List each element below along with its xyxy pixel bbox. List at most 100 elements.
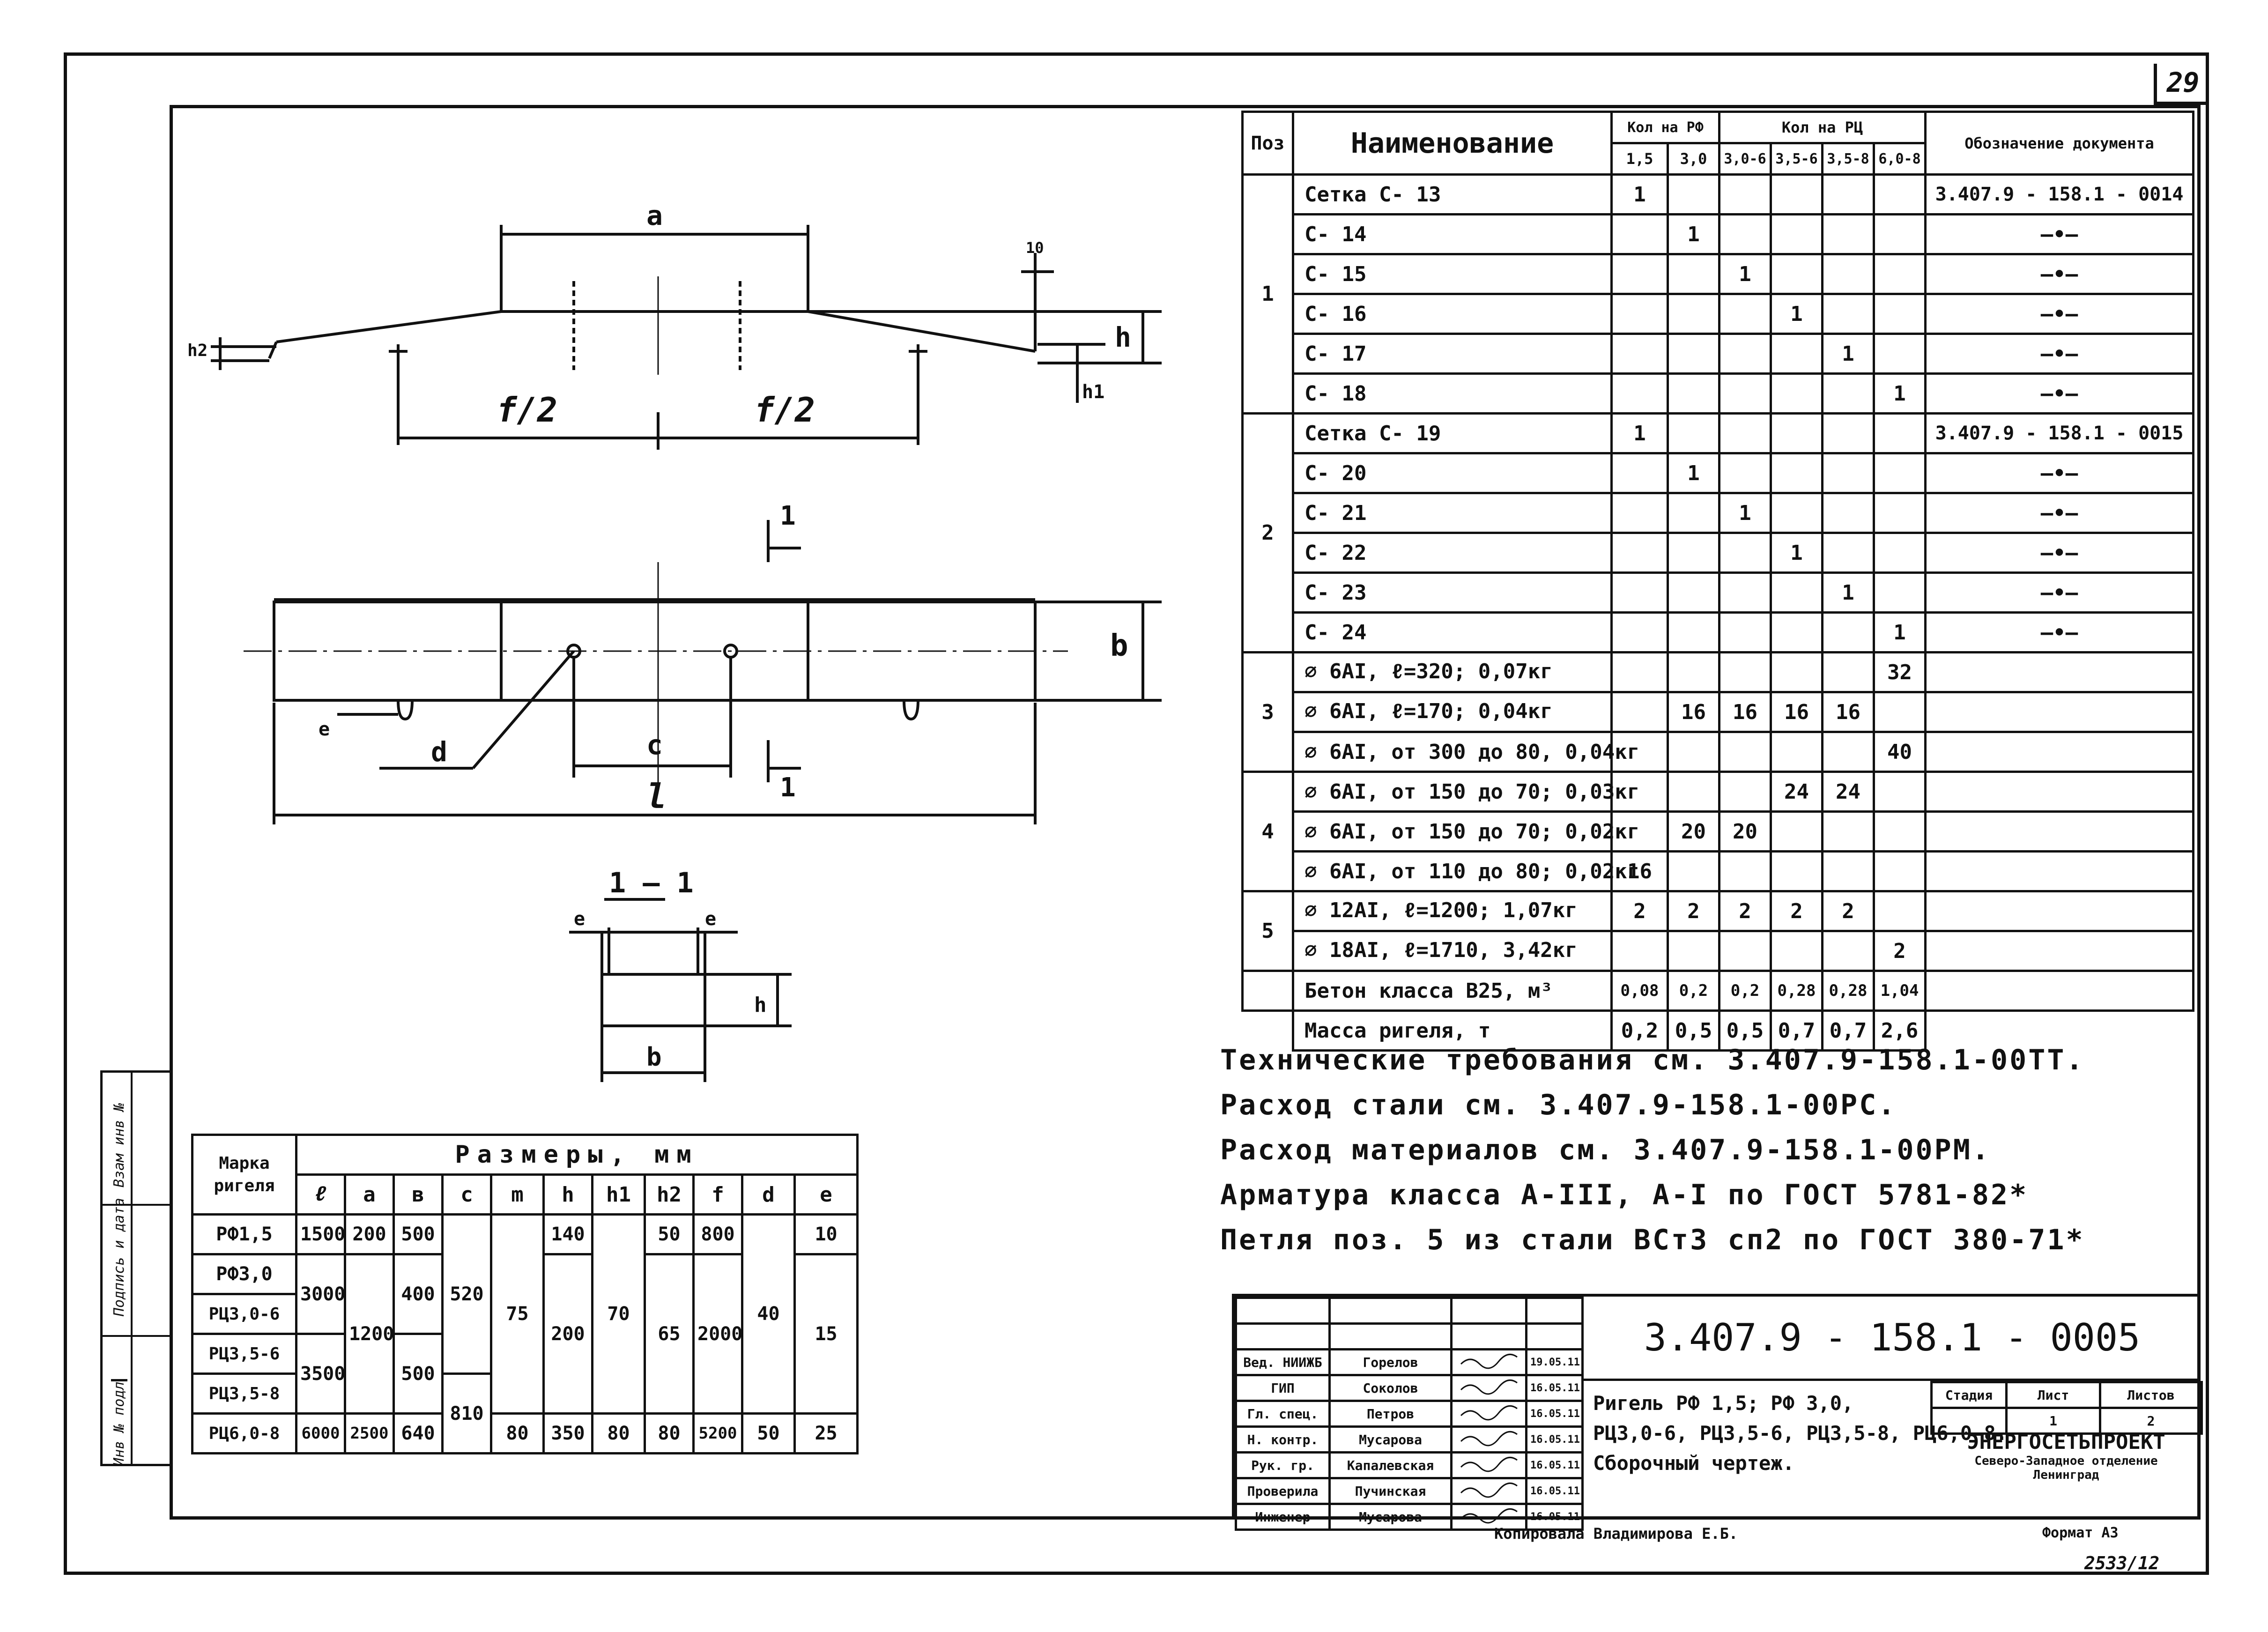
spec-qty: 2	[1872, 930, 1927, 972]
spec-qty	[1770, 611, 1823, 653]
dims-cell: 400	[393, 1253, 444, 1335]
dims-cell: 140	[542, 1213, 593, 1255]
approval-role: Вед. НИИЖБ	[1235, 1348, 1331, 1376]
spec-qty	[1667, 571, 1720, 614]
dim-d: d	[431, 736, 447, 768]
dims-cell: 500	[393, 1213, 444, 1255]
spec-qty	[1667, 412, 1720, 454]
spec-qty	[1718, 333, 1772, 375]
spec-qty: 1	[1718, 253, 1772, 295]
spec-mass-name: Масса ригеля, т	[1292, 1009, 1613, 1052]
spec-qty: 2	[1770, 890, 1823, 932]
signature	[1450, 1425, 1527, 1454]
outer-frame	[64, 52, 2209, 1575]
section-b: b	[646, 1042, 662, 1072]
dims-col-a: a	[344, 1173, 395, 1216]
spec-qty	[1718, 850, 1772, 892]
dims-cell: 80	[644, 1412, 695, 1454]
note-line: Арматура класса А-III, А-I по ГОСТ 5781-…	[1220, 1179, 2029, 1211]
dims-cell: 80	[490, 1412, 545, 1454]
spec-qty: 2	[1821, 890, 1875, 932]
spec-qty	[1667, 771, 1720, 813]
spec-pos: 3	[1241, 651, 1294, 773]
approval-role: Проверила	[1235, 1477, 1331, 1505]
dim-h: h	[1115, 321, 1131, 353]
spec-qty	[1872, 293, 1927, 335]
approval-date: 16.05.11	[1525, 1503, 1584, 1531]
spec-doc: —•—	[1924, 213, 2195, 255]
spec-name: ⌀ 6АI, от 150 до 70; 0,03кг	[1292, 771, 1639, 813]
dims-col-d: d	[741, 1173, 796, 1216]
spec-qty	[1610, 571, 1669, 614]
spec-qty	[1667, 532, 1720, 574]
spec-qty	[1821, 173, 1875, 215]
spec-qty	[1872, 452, 1927, 494]
dims-cell: 75	[490, 1213, 545, 1415]
spec-qty	[1872, 532, 1927, 574]
dims-cell: 810	[441, 1372, 492, 1454]
spec-qty: 1	[1821, 571, 1875, 614]
title-line: Ригель РФ 1,5; РФ 3,0,	[1593, 1392, 1854, 1415]
spec-qty	[1718, 611, 1772, 653]
spec-sub-col: 3,5-8	[1821, 142, 1875, 176]
spec-qty	[1667, 372, 1720, 415]
spec-qty	[1770, 850, 1823, 892]
sheet-header: Лист	[2005, 1381, 2101, 1409]
spec-qty	[1821, 253, 1875, 295]
spec-qty	[1718, 532, 1772, 574]
spec-qty: 1	[1667, 213, 1720, 255]
section-h: h	[754, 993, 767, 1017]
spec-doc: —•—	[1924, 372, 2195, 415]
spec-qty	[1821, 213, 1875, 255]
spec-pos	[1241, 970, 1294, 1012]
dims-col-l: ℓ	[295, 1173, 346, 1216]
approval-name: Горелов	[1328, 1348, 1453, 1376]
note-line: Технические требования см. 3.407.9-158.1…	[1220, 1044, 2085, 1076]
dims-cell: 350	[542, 1412, 593, 1454]
spec-qty	[1821, 611, 1875, 653]
dims-header-mark: Марка ригеля	[191, 1134, 297, 1216]
dim-b: b	[1110, 629, 1128, 663]
dims-cell: 200	[344, 1213, 395, 1255]
spec-table: Поз Наименование Кол на РФ Кол на РЦ Обо…	[1241, 111, 2195, 1052]
spec-pos: 2	[1241, 412, 1294, 653]
section-title: 1 — 1	[609, 867, 694, 899]
spec-mass-value: 0,5	[1718, 1009, 1772, 1052]
inventory-number: 2533/12	[2084, 1553, 2160, 1573]
spec-qty	[1610, 651, 1669, 693]
spec-qty	[1667, 333, 1720, 375]
spec-header-pos: Поз	[1241, 111, 1294, 176]
spec-qty: 1	[1872, 372, 1927, 415]
note-line: Петля поз. 5 из стали ВСт3 сп2 по ГОСТ 3…	[1220, 1224, 2085, 1256]
spec-sub-col: 6,0-8	[1872, 142, 1927, 176]
side-label-sign: Подпись и дата	[111, 1198, 127, 1316]
spec-qty	[1872, 253, 1927, 295]
dims-row-mark: РЦ6,0-8	[191, 1412, 297, 1454]
dims-row-mark: РФ1,5	[191, 1213, 297, 1255]
spec-sub-col: 3,5-6	[1770, 142, 1823, 176]
sheet-number-box: 29	[2154, 64, 2209, 105]
signature-scribble	[1460, 1456, 1518, 1472]
spec-qty	[1610, 372, 1669, 415]
dims-cell: 25	[793, 1412, 859, 1454]
spec-qty	[1610, 691, 1669, 733]
sheet-number: 29	[2166, 67, 2200, 98]
dim-f2-left: f/2	[497, 390, 557, 430]
spec-qty: 0,28	[1770, 970, 1823, 1012]
spec-name: ⌀ 6АI, ℓ=320; 0,07кг	[1292, 651, 1613, 693]
spec-qty	[1718, 771, 1772, 813]
section-e-right: e	[705, 908, 716, 930]
dims-col-c: c	[441, 1173, 492, 1216]
spec-qty	[1667, 850, 1720, 892]
spec-qty	[1770, 492, 1823, 534]
spec-qty: 1	[1610, 412, 1669, 454]
